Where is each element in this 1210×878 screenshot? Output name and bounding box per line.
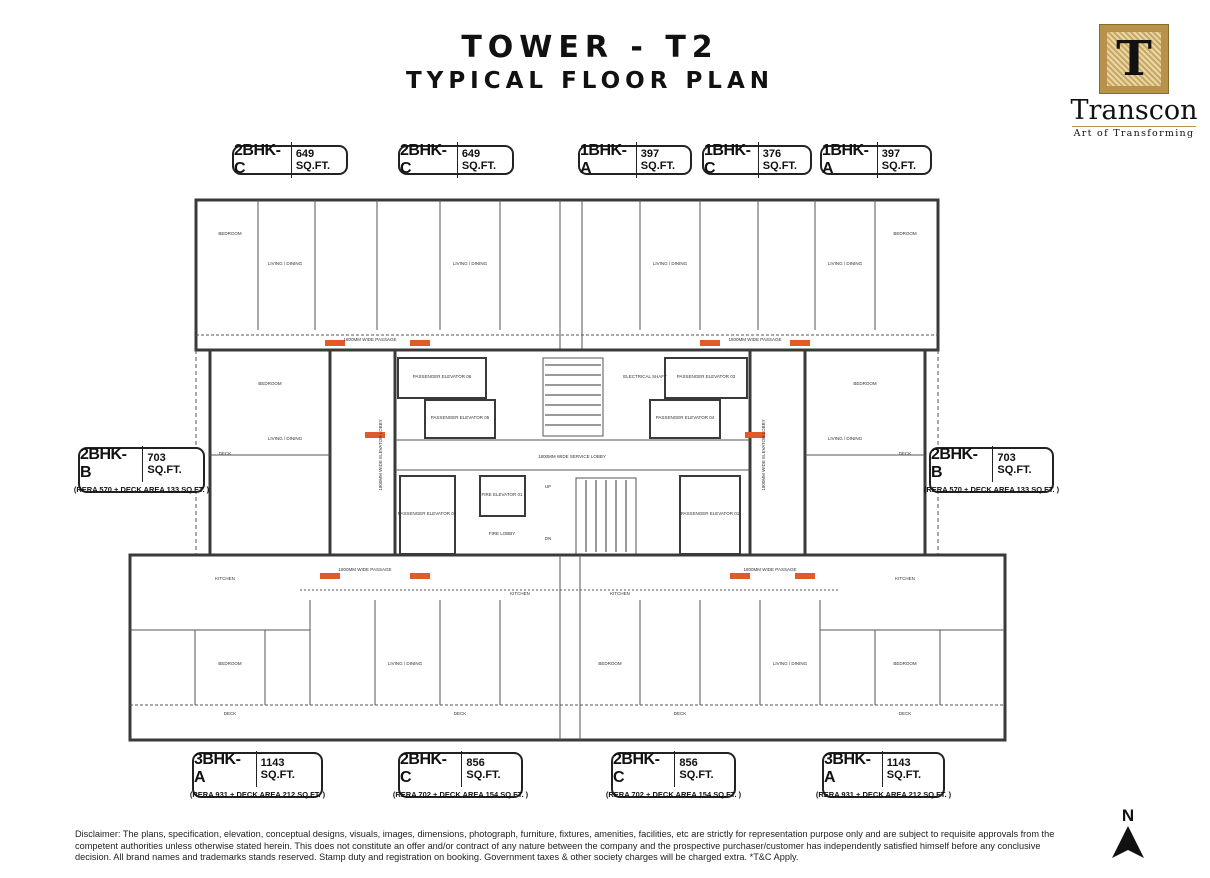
room-label: BEDROOM [853,381,877,386]
stair-up-label: UP [545,484,551,489]
transcon-logo: T Transcon Art of Transforming [1068,24,1200,139]
deck-label: DECK [899,451,912,456]
elevator-label: PASSENGER ELEVATOR 04 [656,415,715,420]
entry-marker [365,432,385,438]
entry-marker [795,573,815,579]
room-label: LIVING / DINING [653,261,688,266]
page-subtitle: TYPICAL FLOOR PLAN [405,68,775,94]
deck-label: DECK [224,711,237,716]
room-label: LIVING / DINING [388,661,423,666]
logo-emblem: T [1099,24,1169,94]
entry-marker [790,340,810,346]
fire-lobby-label: FIRE LOBBY [489,531,516,536]
logo-name: Transcon [1070,95,1198,126]
entry-marker [320,573,340,579]
elevator-label: PASSENGER ELEVATOR 08 [398,511,457,516]
room-label: BEDROOM [598,661,622,666]
elevator-lobby-label: 1800MM WIDE ELEVATOR LOBBY [761,419,766,490]
room-label: LIVING / DINING [268,261,303,266]
deck-label: DECK [674,711,687,716]
passage-label: 1800MM WIDE PASSAGE [729,337,782,342]
room-label: KITCHEN [215,576,235,581]
deck-label: DECK [219,451,232,456]
deck-label: DECK [899,711,912,716]
fire-elevator-label: FIRE ELEVATOR 01 [481,492,523,497]
north-label: N [1121,806,1135,825]
room-label: BEDROOM [258,381,282,386]
entry-marker [745,432,765,438]
service-lobby-label: 1800MM WIDE SERVICE LOBBY [538,454,606,459]
core [393,348,752,557]
entry-marker [730,573,750,579]
north-arrow: N [1108,806,1148,865]
electrical-shaft-label: ELECTRICAL SHAFT [623,374,667,379]
top-wing [194,198,940,352]
entry-marker [700,340,720,346]
entry-marker [410,573,430,579]
room-label: KITCHEN [610,591,630,596]
room-label: LIVING / DINING [453,261,488,266]
room-label: BEDROOM [218,231,242,236]
page-title: TOWER - T2 [461,30,719,65]
room-label: LIVING / DINING [268,436,303,441]
logo-tagline: Art of Transforming [1072,126,1196,139]
room-label: LIVING / DINING [773,661,808,666]
room-label: KITCHEN [895,576,915,581]
passage-label: 1800MM WIDE PASSAGE [744,567,797,572]
room-label: LIVING / DINING [828,436,863,441]
north-arrow-icon [1112,826,1144,858]
disclaimer: Disclaimer: The plans, specification, el… [75,829,1055,862]
room-label: KITCHEN [510,591,530,596]
elevator-label: PASSENGER ELEVATOR 01 [681,511,740,516]
deck-label: DECK [454,711,467,716]
passage-label: 1800MM WIDE PASSAGE [344,337,397,342]
stair-down-label: DN [545,536,552,541]
entry-marker [410,340,430,346]
entry-marker [325,340,345,346]
passage-label: 1800MM WIDE PASSAGE [339,567,392,572]
room-label: BEDROOM [218,661,242,666]
room-label: BEDROOM [893,231,917,236]
bottom-wing [128,553,1007,742]
elevator-label: PASSENGER ELEVATOR 05 [431,415,490,420]
elevator-label: PASSENGER ELEVATOR 06 [413,374,472,379]
room-label: BEDROOM [893,661,917,666]
elevator-lobby-label: 1800MM WIDE ELEVATOR LOBBY [378,419,383,490]
elevator-label: PASSENGER ELEVATOR 03 [677,374,736,379]
room-label: LIVING / DINING [828,261,863,266]
